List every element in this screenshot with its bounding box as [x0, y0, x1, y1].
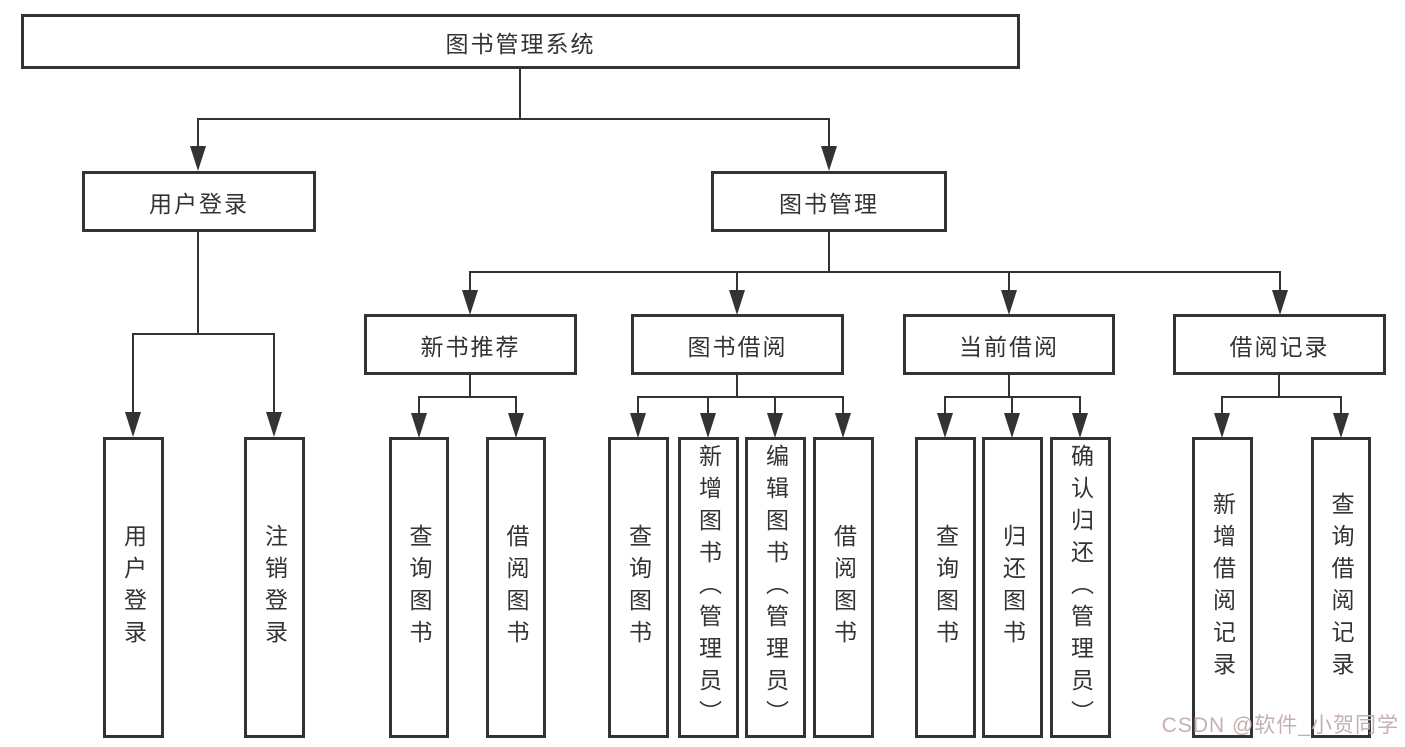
- connector-line: [1340, 396, 1342, 415]
- connector-line: [1008, 374, 1010, 397]
- arrow-down-icon: [125, 412, 141, 437]
- arrow-down-icon: [508, 413, 524, 438]
- connector-line: [707, 396, 709, 415]
- leaf-edit-books-admin: 编辑图书（管理员）: [745, 437, 806, 738]
- connector-line: [1008, 271, 1010, 293]
- node-book-borrow: 图书借阅: [631, 314, 844, 375]
- arrow-down-icon: [937, 413, 953, 438]
- arrow-down-icon: [266, 412, 282, 437]
- connector-line: [469, 374, 471, 397]
- connector-line: [469, 271, 1281, 273]
- arrow-down-icon: [1272, 290, 1288, 315]
- node-user-login: 用户登录: [82, 171, 316, 232]
- arrow-down-icon: [821, 146, 837, 171]
- leaf-query-books-current: 查询图书: [915, 437, 976, 738]
- arrow-down-icon: [462, 290, 478, 315]
- arrow-down-icon: [630, 413, 646, 438]
- connector-line: [132, 333, 134, 414]
- connector-line: [1278, 374, 1280, 397]
- leaf-confirm-return-admin: 确认归还（管理员）: [1050, 437, 1111, 738]
- arrow-down-icon: [1333, 413, 1349, 438]
- connector-line: [418, 396, 517, 398]
- connector-line: [1079, 396, 1081, 415]
- connector-line: [944, 396, 946, 415]
- leaf-user-login: 用户登录: [103, 437, 164, 738]
- connector-line: [197, 232, 199, 334]
- arrow-down-icon: [1214, 413, 1230, 438]
- connector-line: [197, 118, 830, 120]
- connector-line: [1221, 396, 1223, 415]
- node-root: 图书管理系统: [21, 14, 1020, 69]
- connector-line: [197, 118, 199, 148]
- arrow-down-icon: [767, 413, 783, 438]
- connector-line: [1221, 396, 1342, 398]
- leaf-query-books-borrow: 查询图书: [608, 437, 669, 738]
- connector-line: [774, 396, 776, 415]
- node-current-borrow: 当前借阅: [903, 314, 1115, 375]
- connector-line: [637, 396, 639, 415]
- leaf-add-borrow-record: 新增借阅记录: [1192, 437, 1253, 738]
- arrow-down-icon: [1072, 413, 1088, 438]
- connector-line: [469, 271, 471, 293]
- arrow-down-icon: [700, 413, 716, 438]
- leaf-borrow-books: 借阅图书: [813, 437, 874, 738]
- arrow-down-icon: [1001, 290, 1017, 315]
- connector-line: [515, 396, 517, 415]
- connector-line: [273, 333, 275, 414]
- watermark: CSDN @软件_小贺同学: [1161, 714, 1399, 737]
- connector-line: [1011, 396, 1013, 415]
- leaf-query-borrow-record: 查询借阅记录: [1311, 437, 1371, 738]
- arrow-down-icon: [729, 290, 745, 315]
- connector-line: [1279, 271, 1281, 293]
- leaf-query-books-recommend: 查询图书: [389, 437, 449, 738]
- node-book-management: 图书管理: [711, 171, 947, 232]
- arrow-down-icon: [411, 413, 427, 438]
- arrow-down-icon: [1004, 413, 1020, 438]
- node-borrow-record: 借阅记录: [1173, 314, 1386, 375]
- connector-line: [519, 68, 521, 119]
- leaf-borrow-books-recommend: 借阅图书: [486, 437, 546, 738]
- leaf-logout: 注销登录: [244, 437, 305, 738]
- leaf-add-books-admin: 新增图书（管理员）: [678, 437, 739, 738]
- arrow-down-icon: [835, 413, 851, 438]
- connector-line: [736, 374, 738, 397]
- arrow-down-icon: [190, 146, 206, 171]
- node-new-book-recommend: 新书推荐: [364, 314, 577, 375]
- connector-line: [828, 118, 830, 148]
- connector-line: [132, 333, 275, 335]
- leaf-return-books: 归还图书: [982, 437, 1043, 738]
- connector-line: [637, 396, 844, 398]
- connector-line: [842, 396, 844, 415]
- connector-line: [828, 232, 830, 273]
- connector-line: [736, 271, 738, 293]
- connector-line: [418, 396, 420, 415]
